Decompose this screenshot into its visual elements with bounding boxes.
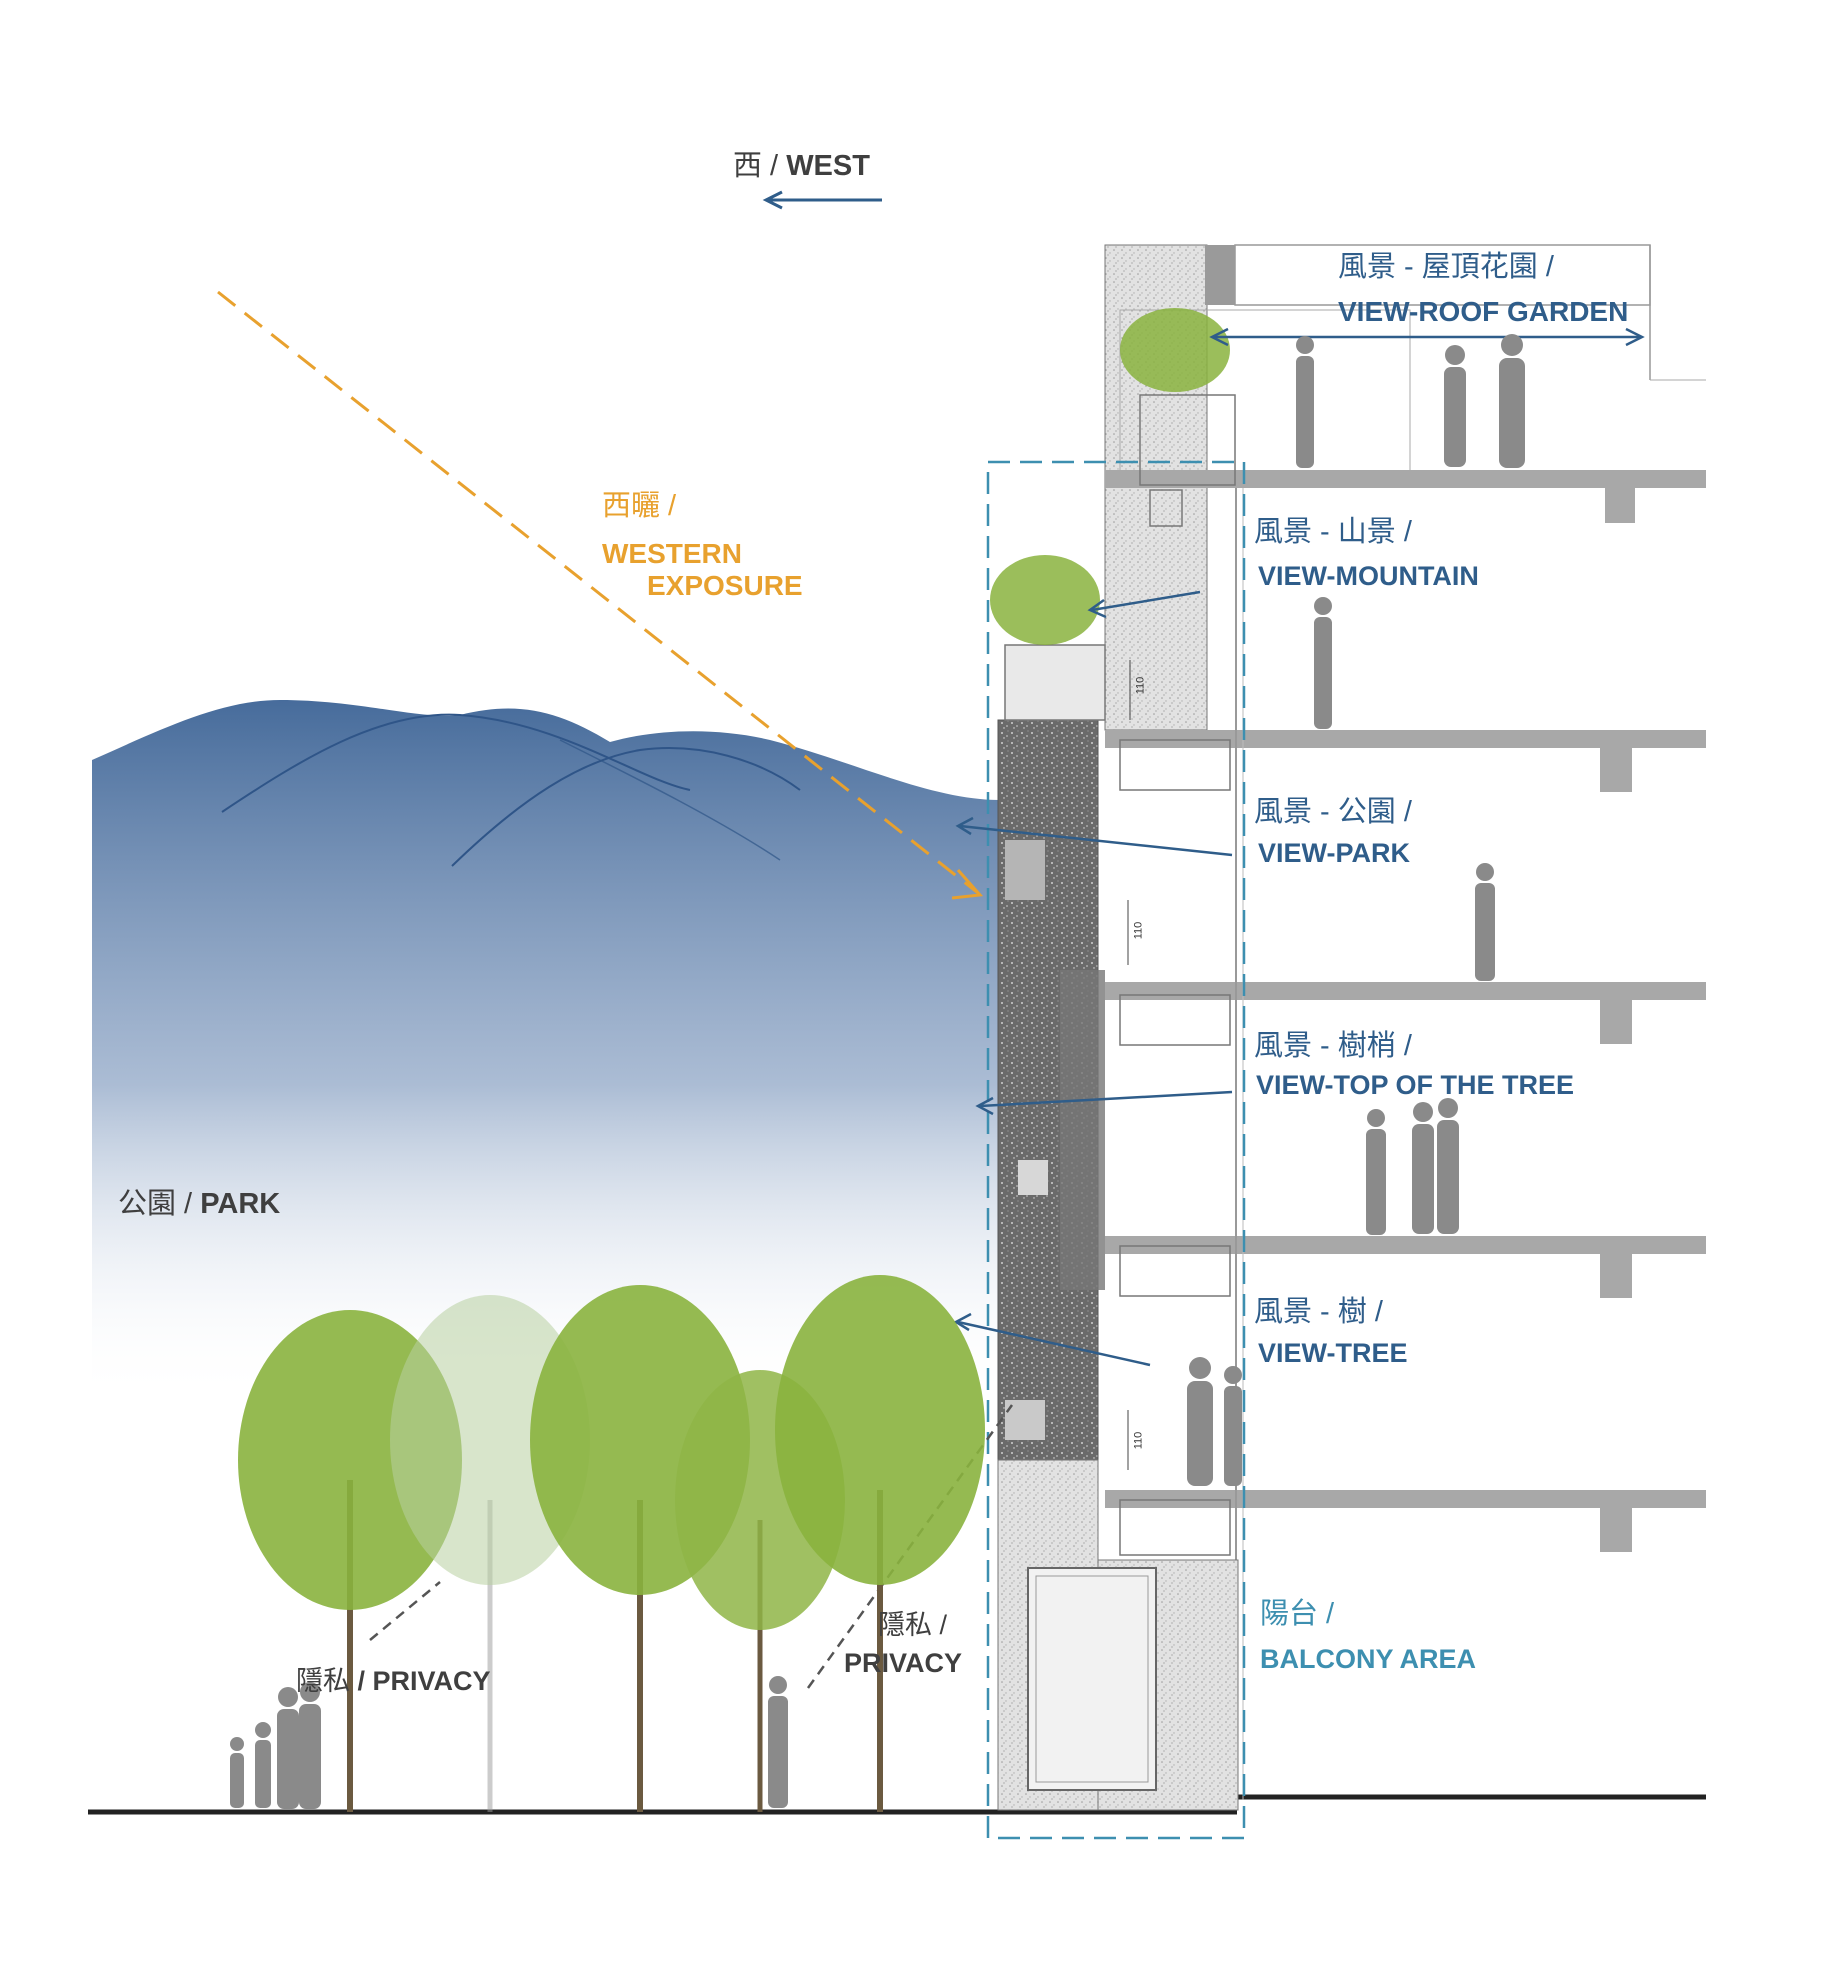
- balcony-boundary: [986, 460, 1246, 1840]
- view-roof-cn: 風景 - 屋頂花園 /: [1338, 251, 1554, 283]
- compass-label: 西 / WEST: [733, 152, 870, 181]
- privacy-right-en: PRIVACY: [844, 1648, 963, 1678]
- view-treetop-cn: 風景 - 樹梢 /: [1254, 1030, 1412, 1062]
- view-mountain-cn: 風景 - 山景 /: [1254, 516, 1412, 548]
- view-mountain-en: VIEW-MOUNTAIN: [1258, 561, 1479, 591]
- view-arrows: [953, 327, 1645, 1367]
- people-silhouettes: [230, 334, 1525, 1809]
- balcony-cn: 陽台 /: [1260, 1598, 1335, 1630]
- park-cn: 公園 /: [118, 1188, 193, 1220]
- view-tree-en: VIEW-TREE: [1258, 1338, 1408, 1368]
- dimension-label: 110: [1134, 676, 1147, 695]
- dimension-label: 110: [1132, 1431, 1145, 1450]
- park-label: 公園 / PARK: [118, 1190, 280, 1219]
- dimension-label: 110: [1132, 921, 1145, 940]
- mountain-backdrop: [92, 700, 1000, 1400]
- building-section: [997, 244, 1706, 1811]
- view-roof-en: VIEW-ROOF GARDEN: [1338, 296, 1629, 327]
- park-en: PARK: [200, 1188, 281, 1220]
- privacy-right-cn: 隱私 /: [878, 1610, 948, 1640]
- compass-cn: 西 /: [733, 150, 779, 182]
- compass-en: WEST: [786, 150, 870, 182]
- exposure-cn: 西曬 /: [602, 490, 677, 522]
- western-exposure-ray: [217, 290, 984, 900]
- view-treetop-en: VIEW-TOP OF THE TREE: [1256, 1070, 1574, 1100]
- dimension-marks: [1127, 660, 1131, 1470]
- west-arrow: [762, 190, 882, 210]
- privacy-left-cn: 隱私: [296, 1666, 350, 1696]
- exposure-en-line2: EXPOSURE: [647, 570, 803, 601]
- view-tree-cn: 風景 - 樹 /: [1254, 1296, 1383, 1328]
- privacy-left-label: 隱私 / PRIVACY: [296, 1668, 491, 1695]
- balcony-en: BALCONY AREA: [1260, 1644, 1477, 1674]
- planter-foliage: [990, 308, 1230, 645]
- view-park-cn: 風景 - 公園 /: [1254, 796, 1412, 828]
- privacy-left-en: / PRIVACY: [357, 1666, 491, 1696]
- exposure-en-line1: WESTERN: [602, 538, 742, 569]
- park-trees: [238, 1275, 985, 1812]
- view-park-en: VIEW-PARK: [1258, 838, 1410, 868]
